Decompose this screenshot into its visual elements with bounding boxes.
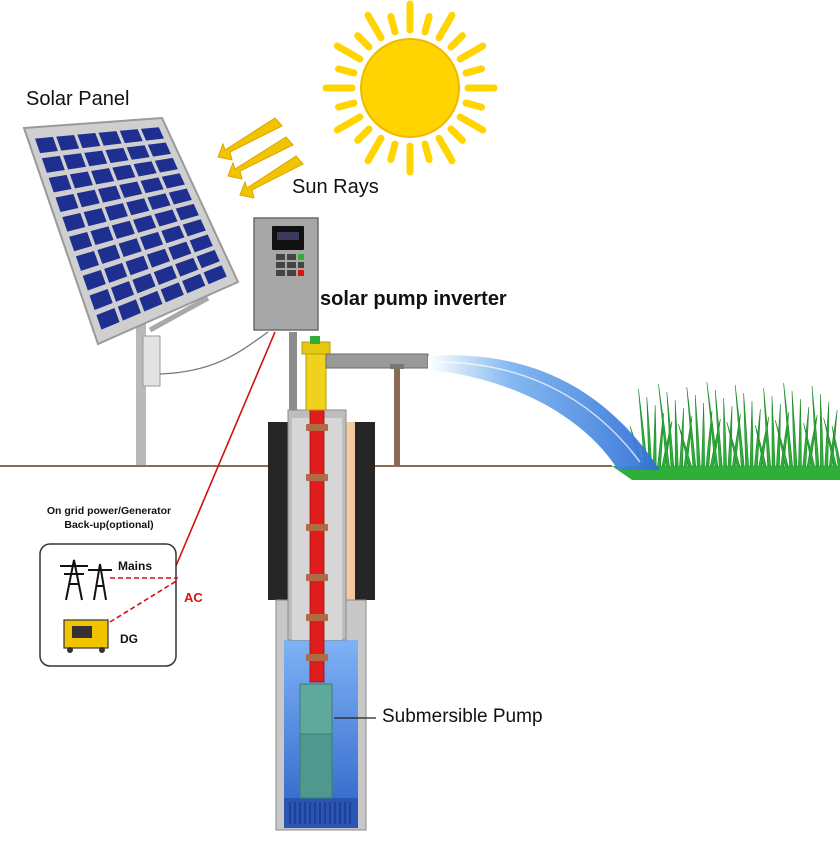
sun-ray-arrows-icon: [217, 117, 304, 199]
generator-icon: [63, 619, 109, 653]
backup-label-line1: On grid power/Generator: [46, 505, 172, 517]
submersible-pump-icon: [299, 683, 333, 799]
dg-line: [109, 579, 179, 623]
ac-label: AC: [184, 590, 203, 605]
water-jet: [428, 355, 660, 470]
backup-power-label: On grid power/Generator Back-up(optional…: [34, 504, 184, 532]
discharge-pipe: [301, 336, 429, 466]
ac-wire: [169, 331, 276, 581]
backup-power-box: [39, 543, 179, 667]
solar-panel-label: Solar Panel: [26, 88, 130, 110]
sun-icon: [322, 0, 498, 176]
dg-label: DG: [120, 632, 138, 646]
backup-label-line2: Back-up(optional): [64, 519, 154, 531]
power-tower-icon: [60, 559, 112, 601]
mains-label: Mains: [118, 559, 153, 573]
solar-panel-icon: [22, 116, 240, 466]
submersible-pump-label: Submersible Pump: [382, 706, 543, 727]
riser-pipe: [306, 401, 328, 683]
sun-rays-label: Sun Rays: [292, 176, 379, 198]
inverter-icon: [253, 217, 319, 331]
grass-icon: [612, 381, 840, 480]
solar-cable: [159, 331, 269, 375]
inverter-label: solar pump inverter: [320, 288, 507, 310]
